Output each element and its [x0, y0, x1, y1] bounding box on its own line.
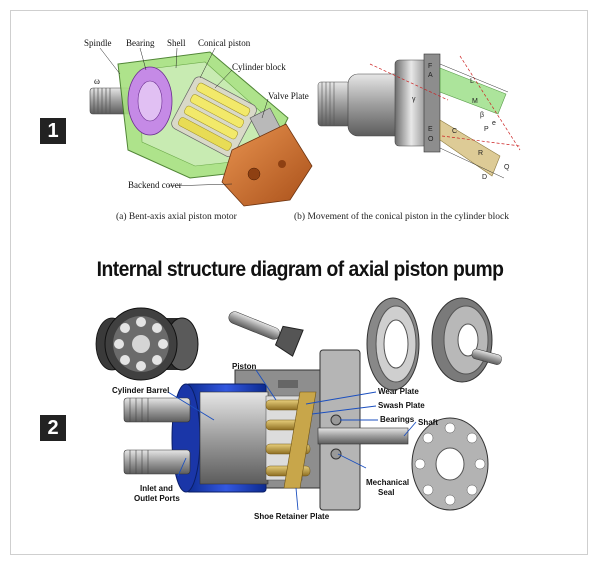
port-plate-detail — [411, 417, 489, 511]
headline-title: Internal structure diagram of axial pist… — [96, 258, 504, 281]
label-inlet-outlet-2: Outlet Ports — [134, 494, 180, 503]
label-wear-plate: Wear Plate — [378, 387, 419, 396]
geometry-letter-d: D — [482, 174, 488, 181]
section-badge-2: 2 — [40, 415, 66, 441]
piston-detail — [228, 311, 304, 357]
cylinder-barrel-detail — [95, 307, 199, 381]
caption-bent-axis-motor: (a) Bent-axis axial piston motor — [116, 212, 237, 222]
label-shoe-retainer-plate: Shoe Retainer Plate — [254, 512, 330, 521]
bent-axis-motor-illustration — [89, 47, 313, 207]
label-piston: Piston — [232, 362, 257, 371]
label-shaft: Shaft — [418, 418, 438, 427]
label-inlet-outlet-1: Inlet and — [140, 484, 173, 493]
swash-plate-detail — [431, 297, 502, 383]
wear-plate-detail — [366, 297, 420, 391]
geometry-letter-r: R — [478, 150, 484, 157]
label-bearing: Bearing — [126, 38, 155, 48]
geometry-letter-l: L — [470, 78, 474, 85]
geometry-letter-o: O — [428, 136, 434, 143]
geometry-letter-e-upper: E — [428, 126, 433, 133]
label-backend-cover: Backend cover — [128, 180, 182, 190]
label-conical-piston: Conical piston — [198, 38, 251, 48]
conical-piston-movement-illustration — [317, 53, 521, 179]
axial-piston-pump-illustration — [95, 297, 502, 511]
label-valve-plate: Valve Plate — [268, 91, 309, 101]
geometry-letter-e: e — [492, 120, 496, 127]
label-omega: ω — [94, 76, 100, 86]
geometry-letter-m: M — [472, 98, 478, 105]
geometry-letter-f: F — [428, 63, 433, 70]
geometry-letter-c: C — [452, 128, 458, 135]
label-bearings: Bearings — [380, 415, 415, 424]
geometry-letter-q: Q — [504, 164, 510, 171]
label-swash-plate: Swash Plate — [378, 401, 425, 410]
geometry-letter-p: P — [484, 126, 489, 133]
geometry-letter-gamma: γ — [412, 96, 416, 103]
geometry-letter-a: A — [428, 72, 433, 79]
section-badge-1: 1 — [40, 118, 66, 144]
label-mechanical-seal-1: Mechanical — [366, 478, 410, 487]
label-cylinder-barrel: Cylinder Barrel — [112, 386, 170, 395]
geometry-letter-beta: β — [480, 112, 485, 119]
label-shell: Shell — [167, 38, 186, 48]
label-mechanical-seal-2: Seal — [378, 488, 395, 497]
label-spindle: Spindle — [84, 38, 112, 48]
pump-body — [123, 349, 409, 511]
caption-conical-piston-movement: (b) Movement of the conical piston in th… — [294, 212, 510, 222]
label-cylinder-block: Cylinder block — [232, 62, 286, 72]
